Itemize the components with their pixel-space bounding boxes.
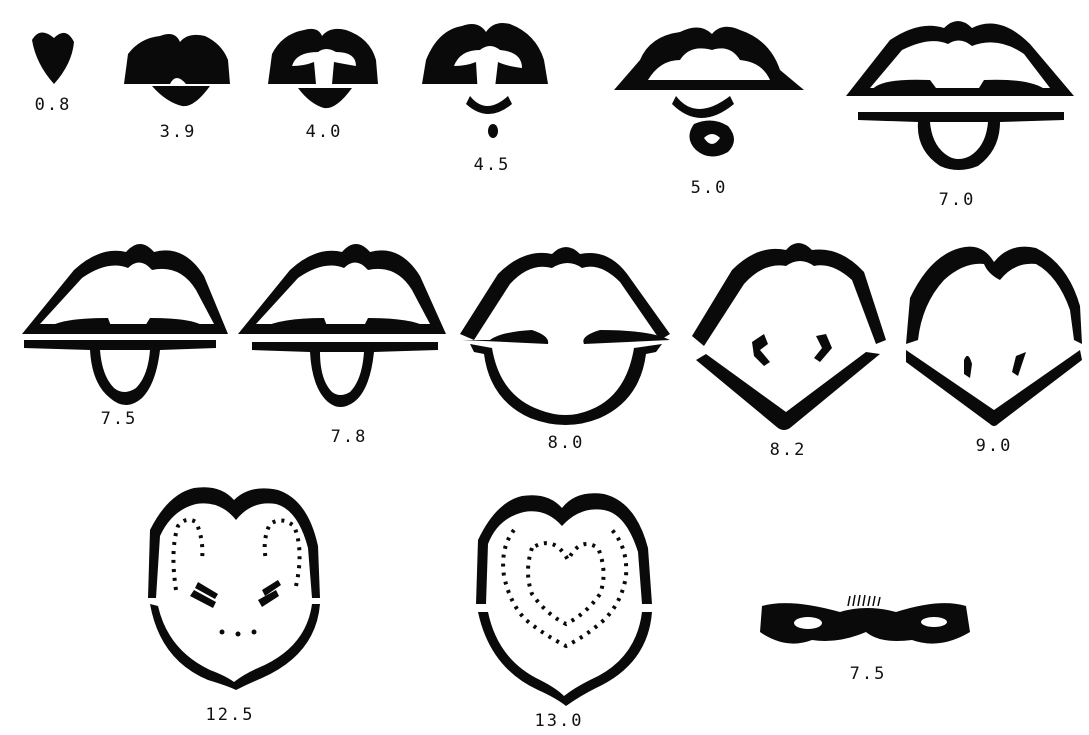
figure-8-2 [692,243,886,430]
figure-label: 7.0 [939,190,976,210]
figure-label: 8.2 [770,440,807,460]
figure-label: 3.9 [160,122,197,142]
figure-0-8 [32,32,74,84]
figure-4-5 [422,23,548,138]
figure-8-0 [460,247,670,425]
figure-label: 7.8 [331,427,368,447]
figure-label: 9.0 [976,436,1013,456]
figure-9-0 [906,247,1082,426]
figure-label: 7.5 [101,409,138,429]
figure-7-0 [846,21,1074,170]
figure-label: 0.8 [35,95,72,115]
figure-13-0 [476,493,652,706]
figure-label: 4.5 [474,155,511,175]
figure-7-5-cross-section [760,595,970,644]
figure-12-5 [148,487,320,690]
figure-7-5 [22,244,228,405]
figure-label: 13.0 [535,711,584,731]
figure-5-0 [614,27,804,157]
figure-label: 8.0 [548,433,585,453]
figure-label: 5.0 [691,178,728,198]
figure-label: 4.0 [306,122,343,142]
figure-7-8 [238,244,446,407]
figure-label: 12.5 [206,705,255,725]
figure-3-9 [124,34,230,106]
figure-4-0 [268,29,378,108]
figure-label: 7.5 [850,664,887,684]
